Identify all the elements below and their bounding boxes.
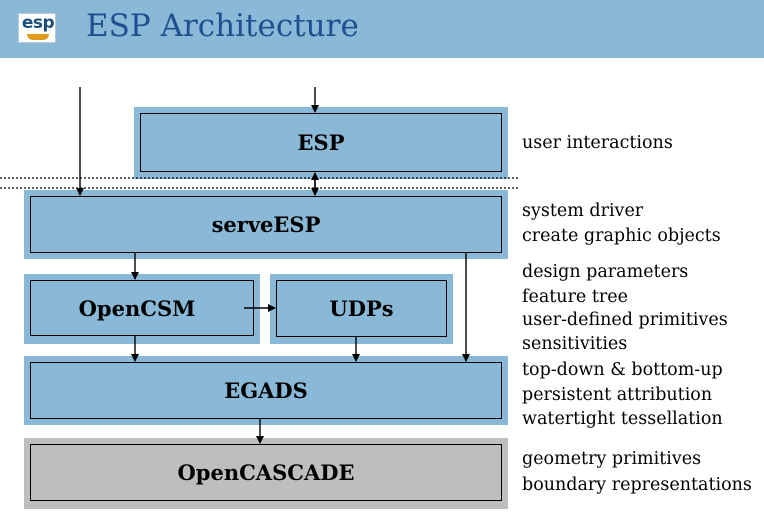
- udps-layer-box: UDPs: [276, 280, 447, 337]
- title-rest: Architecture: [160, 8, 359, 44]
- esp-layer-label: ESP: [297, 130, 345, 155]
- logo-text: esp: [21, 13, 55, 33]
- esp-layer-box: ESP: [140, 113, 502, 172]
- opencsm-layer-label: OpenCSM: [78, 295, 196, 321]
- egads-panel: [24, 356, 508, 425]
- logo-swoosh-icon: [27, 34, 49, 40]
- desc-opencsm-3: user-defined primitives: [522, 310, 728, 330]
- serve-esp-layer-label: serveESP: [211, 212, 321, 237]
- header-bar: esp ESP Architecture: [0, 0, 764, 58]
- egads-layer-label: EGADS: [224, 378, 308, 403]
- opencsm-layer-box: OpenCSM: [30, 280, 254, 336]
- desc-opencsm-1: design parameters: [522, 262, 689, 282]
- desc-egads-1: top-down & bottom-up: [522, 360, 723, 380]
- serve-esp-panel: [24, 190, 508, 259]
- opencsm-panel: [24, 274, 260, 344]
- egads-layer-box: EGADS: [30, 362, 502, 419]
- esp-logo: esp: [18, 13, 56, 43]
- udps-layer-label: UDPs: [329, 296, 394, 321]
- desc-opencascade-1: geometry primitives: [522, 449, 702, 469]
- title-acronym: ESP: [86, 8, 151, 44]
- opencascade-layer-box: OpenCASCADE: [30, 444, 502, 501]
- opencascade-panel: [24, 438, 508, 509]
- desc-serveesp-1: system driver: [522, 201, 644, 221]
- desc-egads-2: persistent attribution: [522, 385, 713, 405]
- desc-opencsm-2: feature tree: [522, 287, 628, 307]
- udps-panel: [270, 274, 453, 344]
- page-title: ESP Architecture: [86, 8, 359, 44]
- esp-panel: [134, 107, 508, 179]
- serve-esp-layer-box: serveESP: [30, 196, 502, 253]
- desc-opencsm-4: sensitivities: [522, 334, 628, 354]
- desc-esp-1: user interactions: [522, 133, 673, 153]
- opencascade-layer-label: OpenCASCADE: [177, 460, 355, 485]
- desc-serveesp-2: create graphic objects: [522, 226, 721, 246]
- desc-egads-3: watertight tessellation: [522, 409, 723, 429]
- desc-opencascade-2: boundary representations: [522, 475, 752, 495]
